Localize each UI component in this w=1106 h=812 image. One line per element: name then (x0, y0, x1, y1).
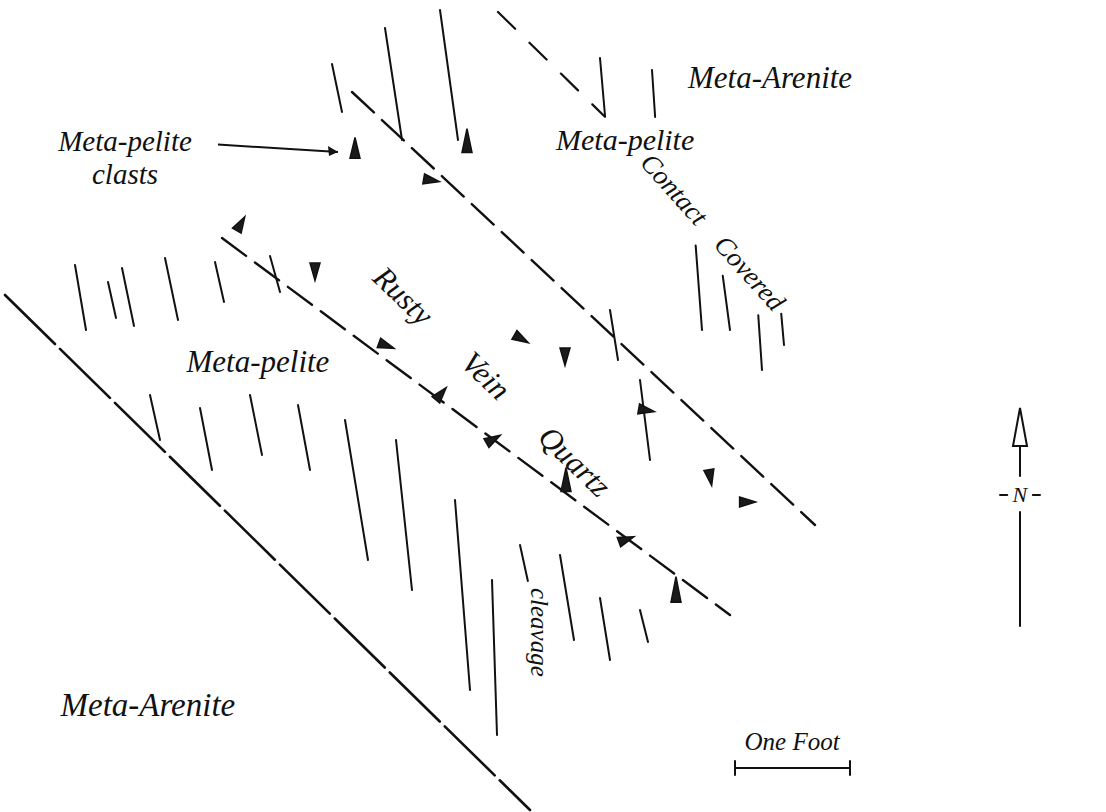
contact-note: Contact Covered (633, 147, 790, 317)
clast-symbol (423, 174, 440, 187)
north-arrowhead (1013, 408, 1027, 446)
cleavage-trace (150, 395, 160, 440)
cleavage-trace (396, 440, 412, 590)
cleavage-trace (492, 580, 497, 735)
rock-unit-label: Meta-Arenite (688, 60, 852, 96)
scale-bar (735, 767, 850, 769)
cleavage-trace (520, 545, 528, 581)
clast-symbol (484, 431, 503, 448)
clast-symbol (232, 214, 249, 233)
cleavage-trace (652, 70, 655, 117)
vein-contact (352, 92, 815, 525)
clast-symbol (462, 129, 472, 153)
cleavage-trace (781, 314, 784, 345)
cleavage-trace (250, 395, 262, 455)
vein-contact (222, 238, 730, 615)
cleavage-trace (640, 380, 650, 460)
cleavage-trace (108, 282, 116, 318)
cleavage-trace (723, 276, 730, 330)
clast-symbol (560, 348, 570, 366)
cleavage-trace (215, 262, 224, 302)
north-arrow (1019, 512, 1021, 626)
vein-label: Rusty Vein Quartz (366, 259, 618, 504)
rock-unit-label: Meta-pelite (187, 344, 330, 380)
clast-symbol (310, 263, 320, 281)
scale-label: One Foot (745, 728, 840, 757)
north-tick (1033, 494, 1040, 496)
contact-line (5, 295, 530, 810)
covered-contact (498, 12, 605, 116)
cleavage-trace (345, 420, 368, 560)
cleavage-trace (75, 265, 86, 330)
cleavage-trace (298, 405, 310, 470)
cleavage-trace (560, 555, 574, 640)
cleavage-trace (640, 610, 648, 642)
cleavage-trace (696, 245, 702, 330)
clast-symbol (638, 404, 655, 417)
cleavage-trace (600, 58, 605, 117)
clast-symbol (617, 532, 635, 547)
cleavage-trace (122, 268, 134, 326)
cleavage-trace (758, 315, 762, 370)
clast-symbol (350, 138, 360, 159)
scale-tick (734, 761, 736, 775)
cleavage-trace (165, 258, 178, 320)
clast-symbol (377, 338, 395, 353)
scale-tick (849, 761, 851, 775)
cleavage-trace (332, 64, 342, 112)
cleavage-trace (610, 310, 618, 360)
cleavage-label: cleavage (524, 587, 553, 676)
north-tick (1000, 494, 1007, 496)
clast-label: Meta-pelite clasts (40, 125, 210, 192)
clast-symbol (512, 330, 531, 347)
rock-unit-label: Meta-pelite (556, 123, 694, 158)
cleavage-trace (200, 408, 212, 470)
rock-unit-label: Meta-Arenite (61, 687, 236, 725)
cleavage-trace (600, 598, 610, 660)
cleavage-trace (455, 500, 470, 690)
north-arrow (1019, 446, 1021, 476)
north-label: N (1013, 482, 1028, 507)
clast-symbol (671, 577, 681, 603)
cleavage-trace (385, 28, 402, 140)
cleavage-trace (440, 10, 458, 140)
leader-arrowhead (328, 146, 338, 156)
clast-symbol (740, 497, 756, 507)
clast-symbol (704, 469, 717, 486)
leader-line (218, 145, 338, 152)
cleavage-trace (270, 256, 280, 292)
clast-symbol (432, 384, 450, 403)
